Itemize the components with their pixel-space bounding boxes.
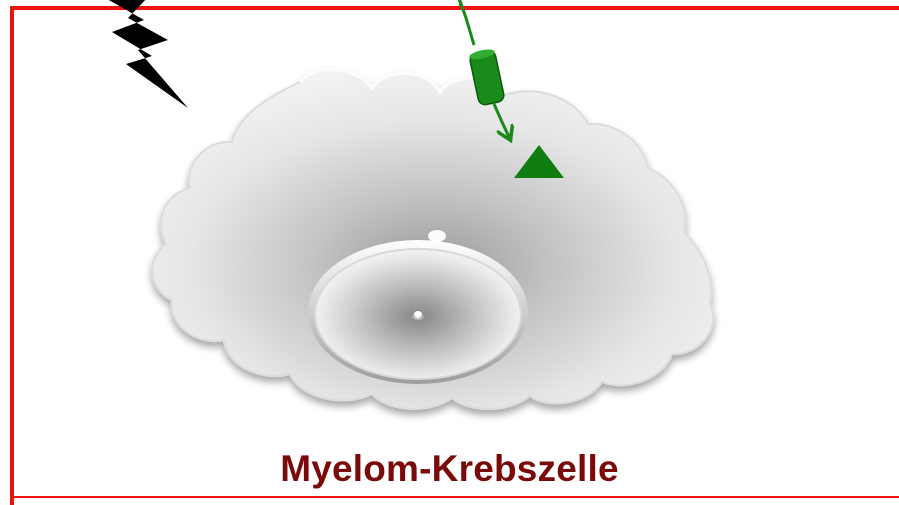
nucleus-icon [308,240,528,384]
lightning-bolt-icon [100,0,188,108]
cell-highlight [428,230,446,242]
cell-caption: Myelom-Krebszelle [0,448,899,490]
